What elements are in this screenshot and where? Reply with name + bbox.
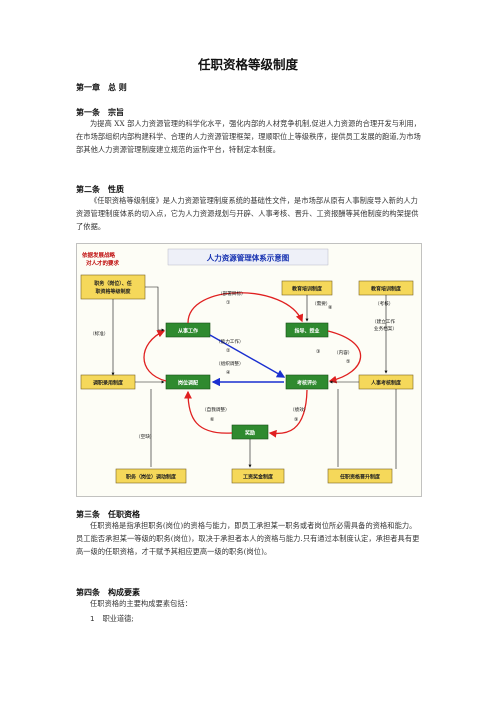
svg-text:岗位调配: 岗位调配: [178, 380, 198, 387]
document-title: 任职资格等级制度: [197, 57, 298, 72]
article-name: 任职资格: [108, 510, 140, 519]
box-guide: 指导、授业: [285, 322, 329, 338]
arrow-guide-assess: [327, 330, 362, 384]
svg-text:人事考核制度: 人事考核制度: [370, 380, 402, 387]
svg-text:奖励: 奖励: [244, 430, 255, 437]
svg-text:（空缺）: （空缺）: [136, 433, 154, 440]
svg-text:调职录用制度: 调职录用制度: [93, 380, 124, 387]
box-qual-system: 任职资格晋升制度: [327, 468, 393, 484]
article-2-heading: 第二条性质: [76, 184, 124, 195]
svg-text:⑥: ⑥: [210, 417, 215, 423]
svg-text:职务（岗位）调动制度: 职务（岗位）调动制度: [126, 474, 177, 481]
box-edu-system: 教育培训制度: [281, 280, 333, 296]
svg-text:①: ①: [226, 300, 231, 306]
chapter-number: 第一章: [76, 83, 100, 92]
box-transfer: 职务（岗位）调动制度: [115, 468, 187, 484]
svg-text:教育培训制度: 教育培训制度: [291, 286, 323, 293]
chapter-name: 总 则: [108, 83, 127, 92]
svg-text:（部署目标）: （部署目标）: [218, 290, 246, 297]
article-number: 第一条: [76, 108, 100, 117]
article-4-heading: 第四条构成要素: [76, 587, 140, 598]
article-1-text: 为提高 XX 部人力资源管理的科学化水平，强化内部的人材竞争机制,促进人力资源的…: [76, 119, 421, 154]
box-job-system: 职务（岗位）、任 职资格等级制度: [80, 274, 146, 300]
box-hire: 调职录用制度: [80, 374, 136, 390]
svg-text:从事工作: 从事工作: [178, 328, 198, 335]
svg-text:职资格等级制度: 职资格等级制度: [95, 288, 131, 295]
article-1-heading: 第一条宗旨: [76, 107, 124, 118]
box-reward: 奖励: [231, 424, 269, 440]
article-name: 宗旨: [108, 108, 124, 117]
article-2-text: 《任职资格等级制度》是人力资源管理制度系统的基础性文件，是市场部从原有人事制度导…: [76, 196, 419, 231]
hr-system-diagram: 人力资源管理体系示意图 依据发展战略 对人才的要求 职务（岗位）、任 职资格等级…: [76, 243, 422, 497]
arrow-reward-post: [184, 390, 233, 434]
svg-text:工资奖金制度: 工资奖金制度: [243, 474, 274, 481]
svg-text:⑨: ⑨: [294, 417, 298, 423]
svg-text:考核评价: 考核评价: [297, 380, 318, 387]
strategy-note-line2: 对人才的要求: [86, 259, 120, 267]
svg-text:职务（岗位）、任: 职务（岗位）、任: [94, 280, 132, 287]
svg-text:（组织调整）: （组织调整）: [216, 360, 244, 367]
arrow-assess-reward: [268, 389, 308, 438]
box-salary: 工资奖金制度: [231, 468, 285, 484]
box-edu-plan: 教育培训制度: [358, 280, 414, 296]
svg-text:（内容）: （内容）: [334, 349, 352, 356]
chapter-1-heading: 第一章总 则: [76, 82, 127, 93]
svg-text:指导、授业: 指导、授业: [294, 328, 319, 335]
box-assess: 考核评价: [285, 374, 329, 390]
svg-text:（能力工作）: （能力工作）: [216, 338, 244, 345]
svg-text:（建立工作: （建立工作: [372, 318, 395, 325]
svg-text:（自我调整）: （自我调整）: [202, 406, 230, 413]
svg-text:④: ④: [226, 370, 231, 376]
arrow-work-assess: [209, 334, 286, 378]
svg-text:（需要）: （需要）: [312, 301, 330, 307]
article-3-text: 任职资格是指承担职务(岗位)的资格与能力，即员工承担某一职务或者岗位所必需具备的…: [76, 521, 420, 556]
svg-text:业务档案）: 业务档案）: [374, 325, 397, 332]
box-work: 从事工作: [165, 322, 211, 338]
article-4-text: 任职资格的主要构成要素包括：: [90, 599, 193, 608]
article-name: 构成要素: [108, 588, 140, 597]
svg-text:⑤: ⑤: [346, 359, 350, 365]
article-3-heading: 第三条任职资格: [76, 509, 140, 520]
strategy-note-line1: 依据发展战略: [82, 251, 116, 259]
article-number: 第三条: [76, 510, 100, 519]
article-name: 性质: [108, 185, 124, 194]
svg-text:（标准）: （标准）: [90, 330, 108, 337]
box-post-adjust: 岗位调配: [165, 374, 211, 390]
svg-text:（绩效）: （绩效）: [290, 406, 308, 413]
arrow-post-work: [143, 330, 167, 382]
article-number: 第二条: [76, 185, 100, 194]
hr-system-diagram-svg: 人力资源管理体系示意图 依据发展战略 对人才的要求 职务（岗位）、任 职资格等级…: [76, 243, 422, 497]
diagram-title: 人力资源管理体系示意图: [207, 253, 290, 263]
svg-text:⑧: ⑧: [328, 305, 333, 311]
arrow-work-guide: [187, 292, 304, 324]
box-assess-system: 人事考核制度: [358, 374, 414, 390]
svg-text:③: ③: [316, 349, 320, 355]
svg-text:教育培训制度: 教育培训制度: [370, 286, 402, 293]
article-number: 第四条: [76, 588, 100, 597]
svg-text:②: ②: [226, 348, 231, 354]
svg-text:任职资格晋升制度: 任职资格晋升制度: [339, 474, 381, 481]
svg-text:（考核）: （考核）: [375, 300, 393, 307]
